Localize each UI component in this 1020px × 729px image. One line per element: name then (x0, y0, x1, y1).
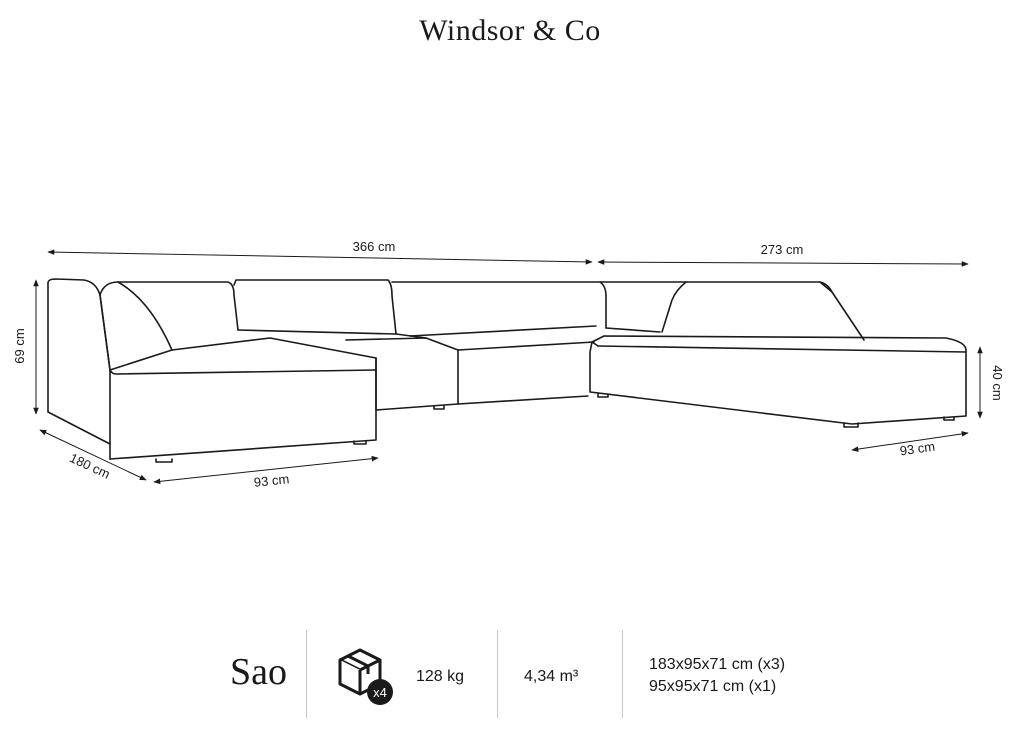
divider (497, 630, 498, 718)
dim-label-left-module-width: 93 cm (253, 471, 290, 490)
weight-value: 128 kg (416, 668, 465, 685)
brand-logo: Windsor & Co (419, 14, 601, 47)
dim-label-right-width: 273 cm (761, 242, 804, 257)
package-box-icon: x4 (338, 648, 393, 705)
dimension-lines (33, 249, 983, 485)
dim-label-right-module-width: 93 cm (899, 439, 936, 459)
dim-line-left-module-width (153, 455, 379, 485)
dim-line-left-depth (39, 429, 147, 481)
product-spec-bar: Sao x4 128 kg 4,34 m³ 183x95x71 cm (x3) … (0, 630, 1020, 720)
sofa-outline (47, 278, 967, 463)
package-count-badge: x4 (373, 685, 387, 700)
dim-line-right-module-width (851, 431, 969, 452)
dim-line-total-width (47, 249, 593, 265)
dim-label-left-depth: 180 cm (67, 450, 112, 482)
package-size-2: 95x95x71 cm (x1) (649, 678, 777, 695)
sofa-diagram: 366 cm 273 cm 69 cm 40 cm 180 cm 93 cm 9… (12, 239, 1005, 490)
dim-label-height: 69 cm (12, 328, 27, 363)
dim-label-seat-height: 40 cm (990, 365, 1005, 400)
divider (622, 630, 623, 718)
package-size-1: 183x95x71 cm (x3) (649, 656, 786, 673)
dim-line-right-width (597, 259, 969, 267)
product-name: Sao (230, 651, 287, 693)
dim-label-total-width: 366 cm (353, 239, 396, 254)
divider (306, 630, 307, 718)
volume-value: 4,34 m³ (524, 668, 579, 685)
